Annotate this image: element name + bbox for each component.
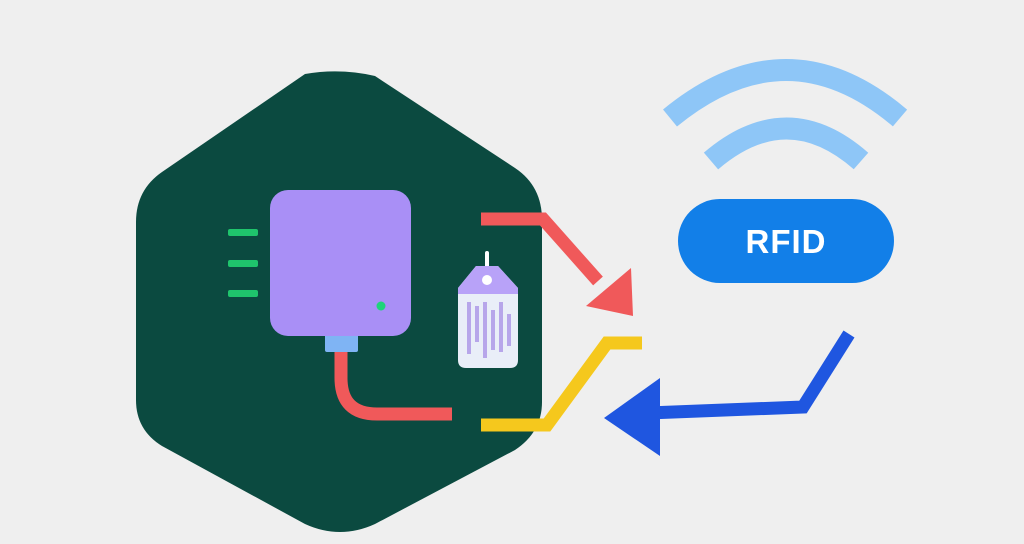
tag-barcode [467, 302, 511, 358]
rfid-badge-label: RFID [746, 223, 827, 260]
rfid-tag-icon [458, 251, 518, 368]
rfid-badge [678, 199, 894, 283]
outgoing-arrow-shaft [481, 212, 603, 286]
status-line [228, 260, 258, 267]
incoming-arrow-head [604, 378, 660, 456]
return-path [481, 336, 642, 432]
rfid-reader-device-icon [270, 190, 411, 336]
incoming-arrow-shaft [647, 330, 855, 420]
incoming-response-arrow [604, 330, 855, 456]
cable-connector-icon [325, 333, 358, 352]
status-line [228, 290, 258, 297]
status-line [228, 229, 258, 236]
outgoing-arrow-head [586, 268, 633, 316]
outgoing-signal-arrow [481, 212, 633, 316]
tag-hole [482, 275, 492, 285]
status-lines-icon [228, 229, 258, 297]
wireless-signal-icon [663, 59, 908, 170]
cable [334, 348, 452, 421]
status-led-icon [376, 301, 386, 311]
signal-wave-outer [663, 59, 908, 127]
signal-wave-inner [703, 117, 869, 170]
